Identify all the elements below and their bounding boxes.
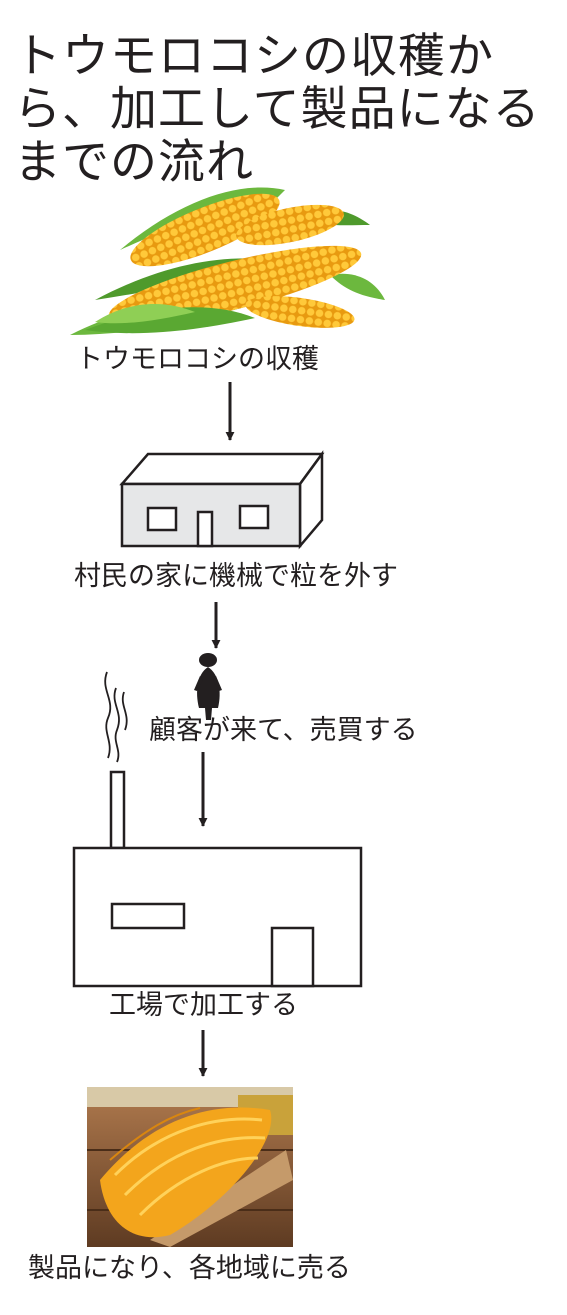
step-4-label: 工場で加工する xyxy=(109,990,298,1021)
step-5-label: 製品になり、各地域に売る xyxy=(28,1253,351,1284)
step-2-label: 村民の家に機械で粒を外す xyxy=(74,561,398,592)
corn-image xyxy=(70,187,385,335)
smoke-icon xyxy=(104,671,128,763)
corn-noodles-image xyxy=(87,1087,293,1247)
page-title: トウモロコシの収穫から、加工して製品になるまでの流れ xyxy=(14,29,541,190)
step-3-label: 顧客が来て、売買する xyxy=(149,715,418,746)
step-1-label: トウモロコシの収穫 xyxy=(76,344,319,375)
factory-icon xyxy=(72,770,363,988)
customer-person-icon xyxy=(194,653,222,720)
village-house-icon xyxy=(119,450,325,550)
